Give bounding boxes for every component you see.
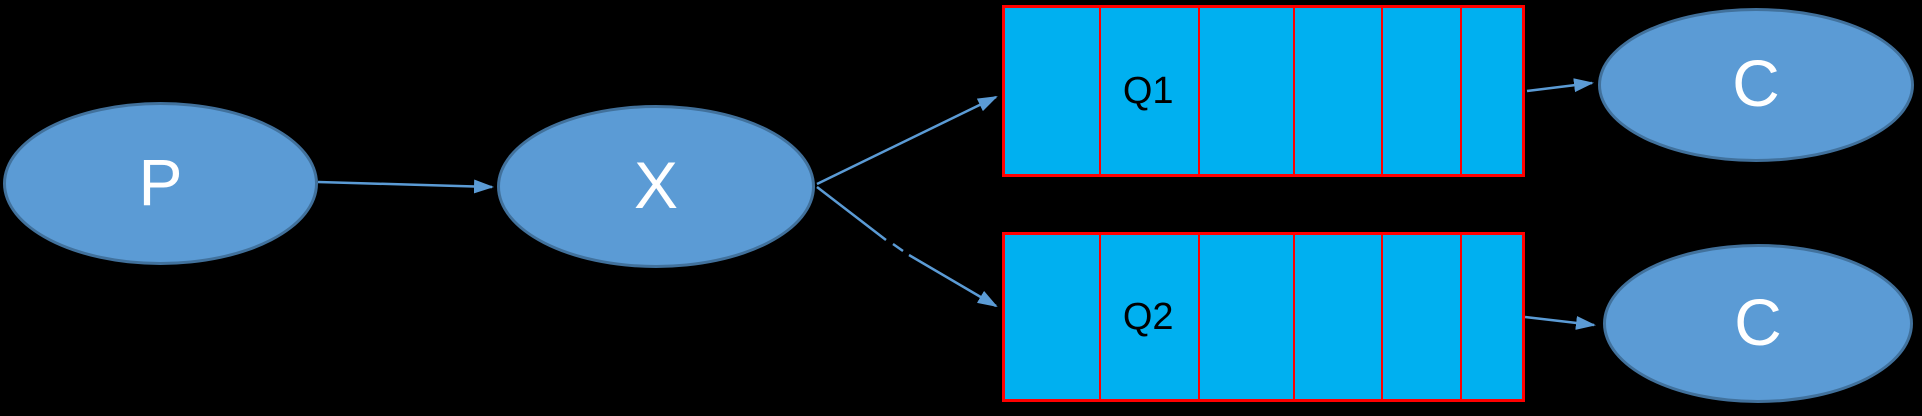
queue-cell-divider: [1292, 235, 1295, 399]
node-exchange-label: X: [633, 147, 679, 222]
edge-Q1-C1: [1526, 78, 1594, 93]
queue-q1: Q1: [1002, 5, 1525, 177]
edge-Q2-C2: [1524, 315, 1596, 330]
queue-cell-divider: [1459, 8, 1462, 174]
queue-cell-divider: [1380, 235, 1383, 399]
node-consumer-bottom: C: [1603, 244, 1913, 403]
node-producer-label: P: [138, 144, 183, 219]
node-exchange: X: [497, 105, 815, 268]
node-consumer-top-label: C: [1732, 46, 1780, 120]
queue-cell-divider: [1197, 8, 1200, 174]
queue-cell-divider: [1380, 8, 1383, 174]
queue-q2-label: Q2: [1122, 296, 1174, 338]
node-consumer-top: C: [1598, 8, 1914, 162]
queue-cell-divider: [1292, 8, 1295, 174]
queue-cell-divider: [1459, 235, 1462, 399]
edge-X-Q1: [816, 95, 998, 186]
queue-cell-divider: [1197, 235, 1200, 399]
queue-q2: Q2: [1002, 232, 1525, 402]
queue-cell-divider: [1098, 8, 1101, 174]
edge-X-Q2: [816, 186, 996, 306]
queue-cell-divider: [1098, 235, 1101, 399]
node-consumer-bottom-label: C: [1734, 284, 1782, 359]
edge-P-X: [317, 179, 494, 194]
node-producer: P: [3, 102, 318, 265]
queue-q1-label: Q1: [1122, 70, 1174, 112]
